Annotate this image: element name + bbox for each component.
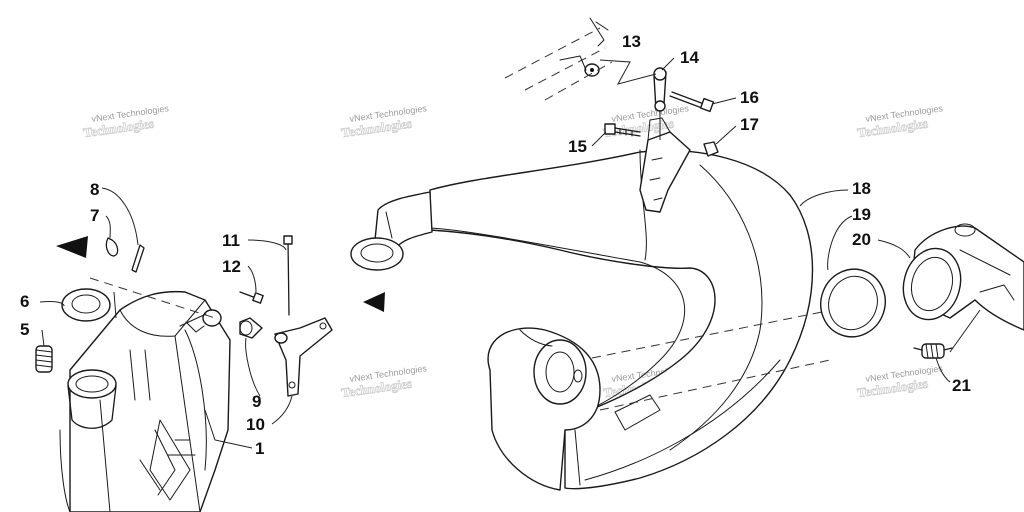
spring-part-5 xyxy=(35,345,53,373)
grommet-part-6 xyxy=(61,288,111,322)
callout-11: 11 xyxy=(222,231,240,250)
bushing-part-9 xyxy=(239,317,263,339)
callout-5: 5 xyxy=(20,320,29,339)
callout-15: 15 xyxy=(568,137,587,156)
bracket-part-10 xyxy=(274,317,333,397)
expansion-chamber-part-18 xyxy=(350,149,814,491)
callout-13: 13 xyxy=(622,32,641,51)
rod-part-11 xyxy=(283,235,293,316)
callout-12: 12 xyxy=(222,257,241,276)
bolt-part-15 xyxy=(604,123,641,137)
watermark-1: Technologies vNext Technologies xyxy=(82,103,170,140)
callout-8: 8 xyxy=(90,180,99,199)
hook-part-8 xyxy=(131,244,145,273)
direction-arrow-left xyxy=(56,236,88,258)
watermark-2: Technologies vNext Technologies xyxy=(340,103,428,140)
frame-phantom xyxy=(504,17,613,101)
screw-part-12 xyxy=(239,291,264,304)
callout-16: 16 xyxy=(740,88,759,107)
direction-arrow-center xyxy=(363,292,385,312)
coupler-part-20 xyxy=(902,223,1024,331)
spring-part-21 xyxy=(913,343,953,359)
washer-part-13 xyxy=(584,63,600,77)
bolt-part-16 xyxy=(669,91,715,113)
nut-part-17 xyxy=(703,141,719,157)
leader-lines xyxy=(39,57,981,449)
callout-20: 20 xyxy=(852,230,871,249)
callout-6: 6 xyxy=(20,292,29,311)
callout-19: 19 xyxy=(852,205,871,224)
callout-17: 17 xyxy=(740,115,759,134)
watermark-8: Technologies vNext Technologies xyxy=(856,363,944,400)
callout-18: 18 xyxy=(852,179,871,198)
callout-7: 7 xyxy=(90,206,99,225)
watermark-4: Technologies vNext Technologies xyxy=(856,103,944,140)
watermark-6: Technologies vNext Technologies xyxy=(340,363,428,400)
muffler-part-1 xyxy=(59,290,231,512)
callout-1: 1 xyxy=(255,439,264,458)
callout-21: 21 xyxy=(952,376,971,395)
seal-part-19 xyxy=(820,268,886,338)
callout-14: 14 xyxy=(680,48,699,67)
callout-9: 9 xyxy=(252,392,261,411)
link-part-14 xyxy=(653,67,667,112)
callout-10: 10 xyxy=(246,415,265,434)
clip-part-7 xyxy=(105,237,119,257)
hanger-bracket xyxy=(639,117,691,213)
